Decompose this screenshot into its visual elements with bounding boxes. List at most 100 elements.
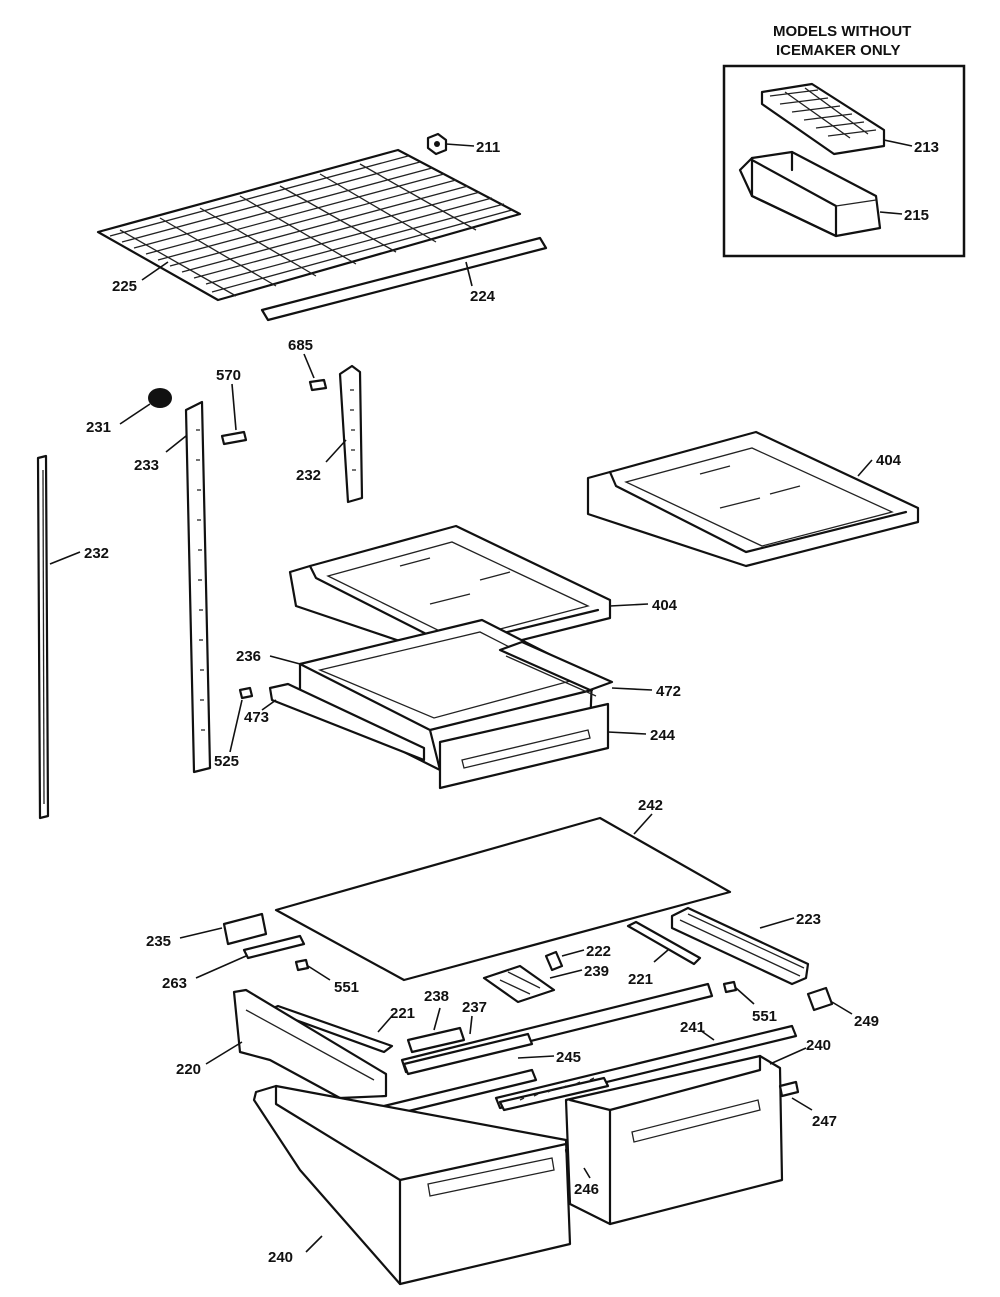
rail-223-part [670, 906, 810, 986]
crisper-drawer-left [252, 1084, 592, 1286]
callout-235: 235 [146, 933, 171, 950]
leader-551b [735, 987, 755, 1005]
leader-238 [433, 1007, 441, 1031]
leader-247 [791, 1097, 813, 1111]
callout-241: 241 [680, 1019, 705, 1036]
leader-241 [699, 1029, 715, 1041]
callout-232a: 232 [296, 467, 321, 484]
callout-472: 472 [656, 683, 681, 700]
callout-240b: 240 [806, 1037, 831, 1054]
callout-404a: 404 [652, 597, 678, 614]
long-rail-232-part [36, 454, 50, 820]
leader-222 [561, 949, 585, 957]
ice-bin-part [738, 150, 882, 238]
handle-238-part [406, 1026, 466, 1054]
callout-232b: 232 [84, 545, 109, 562]
leader-232a [325, 439, 347, 463]
callout-551b: 551 [752, 1008, 777, 1025]
callout-249: 249 [854, 1013, 879, 1030]
bar-245-part [402, 1032, 534, 1076]
screw-551-right [722, 980, 738, 994]
part-222 [544, 950, 564, 972]
crisper-drawer-right [564, 1054, 800, 1226]
callout-238: 238 [424, 988, 449, 1005]
leader-232b [49, 551, 81, 565]
bracket-239-part [482, 964, 556, 1004]
meat-pan-assembly [268, 618, 614, 790]
leader-472 [611, 687, 653, 691]
screw-551-left [294, 958, 310, 972]
crisper-cover-glass-242 [274, 816, 732, 982]
leader-235 [179, 927, 223, 939]
ice-tray-part [760, 82, 886, 156]
shelf-trim-224 [260, 236, 548, 322]
callout-246: 246 [574, 1181, 599, 1198]
leader-245 [517, 1055, 555, 1059]
leader-211 [445, 143, 475, 147]
clip-235-part [222, 912, 268, 946]
icemaker-inset: MODELS WITHOUT ICEMAKER ONLY 213 215 [722, 23, 966, 258]
callout-225: 225 [112, 278, 137, 295]
callout-247: 247 [812, 1113, 837, 1130]
leader-221b [653, 949, 669, 963]
glass-shelf-404-center [288, 524, 612, 660]
leader-213 [883, 139, 913, 147]
callout-236: 236 [236, 648, 261, 665]
leader-239 [549, 969, 583, 979]
leader-244 [607, 731, 647, 735]
callout-263: 263 [162, 975, 187, 992]
leader-263 [195, 955, 247, 979]
wire-shelf-part [96, 148, 522, 302]
callout-685: 685 [288, 337, 313, 354]
nut-211-part [426, 132, 448, 156]
strip-221-right [626, 920, 702, 966]
callout-237: 237 [462, 999, 487, 1016]
screw-570-part [220, 383, 248, 446]
short-rail-232-part [338, 364, 364, 504]
screw-685-part [303, 353, 328, 392]
leader-404a [609, 603, 649, 607]
leader-236 [269, 655, 301, 665]
callout-240a: 240 [268, 1249, 293, 1266]
leader-242 [633, 813, 653, 835]
leader-233 [165, 435, 187, 453]
inset-title-line1: MODELS WITHOUT [773, 23, 911, 40]
screw-525-part [229, 686, 254, 753]
callout-213: 213 [914, 139, 939, 156]
callout-551a: 551 [334, 979, 359, 996]
inset-frame [722, 64, 966, 258]
callout-220: 220 [176, 1061, 201, 1078]
callout-245: 245 [556, 1049, 581, 1066]
callout-224: 224 [470, 288, 496, 305]
leader-231 [119, 403, 151, 425]
strip-263-part [242, 934, 306, 960]
leader-404b [857, 459, 873, 477]
callout-215: 215 [904, 207, 929, 224]
callout-473: 473 [244, 709, 269, 726]
leader-223 [759, 917, 795, 929]
callout-239: 239 [584, 963, 609, 980]
leader-551a [307, 965, 331, 981]
callout-221a: 221 [390, 1005, 415, 1022]
callout-525: 525 [214, 753, 239, 770]
leader-221a [377, 1015, 393, 1033]
rail-connector [382, 1068, 610, 1118]
leader-224 [465, 261, 473, 287]
leader-473 [261, 699, 277, 711]
knob-231-part [148, 388, 172, 408]
ladder-rail-233-part [184, 400, 212, 774]
bracket-249-part [806, 986, 834, 1012]
callout-570: 570 [216, 367, 241, 384]
leader-249 [831, 1001, 853, 1015]
callout-231: 231 [86, 419, 111, 436]
callout-221b: 221 [628, 971, 653, 988]
frame-220-part [232, 988, 388, 1100]
leader-215 [879, 211, 903, 215]
callout-404b: 404 [876, 452, 902, 469]
callout-233: 233 [134, 457, 159, 474]
callout-242: 242 [638, 797, 663, 814]
leader-240b [769, 1047, 807, 1065]
leader-246 [583, 1167, 591, 1179]
